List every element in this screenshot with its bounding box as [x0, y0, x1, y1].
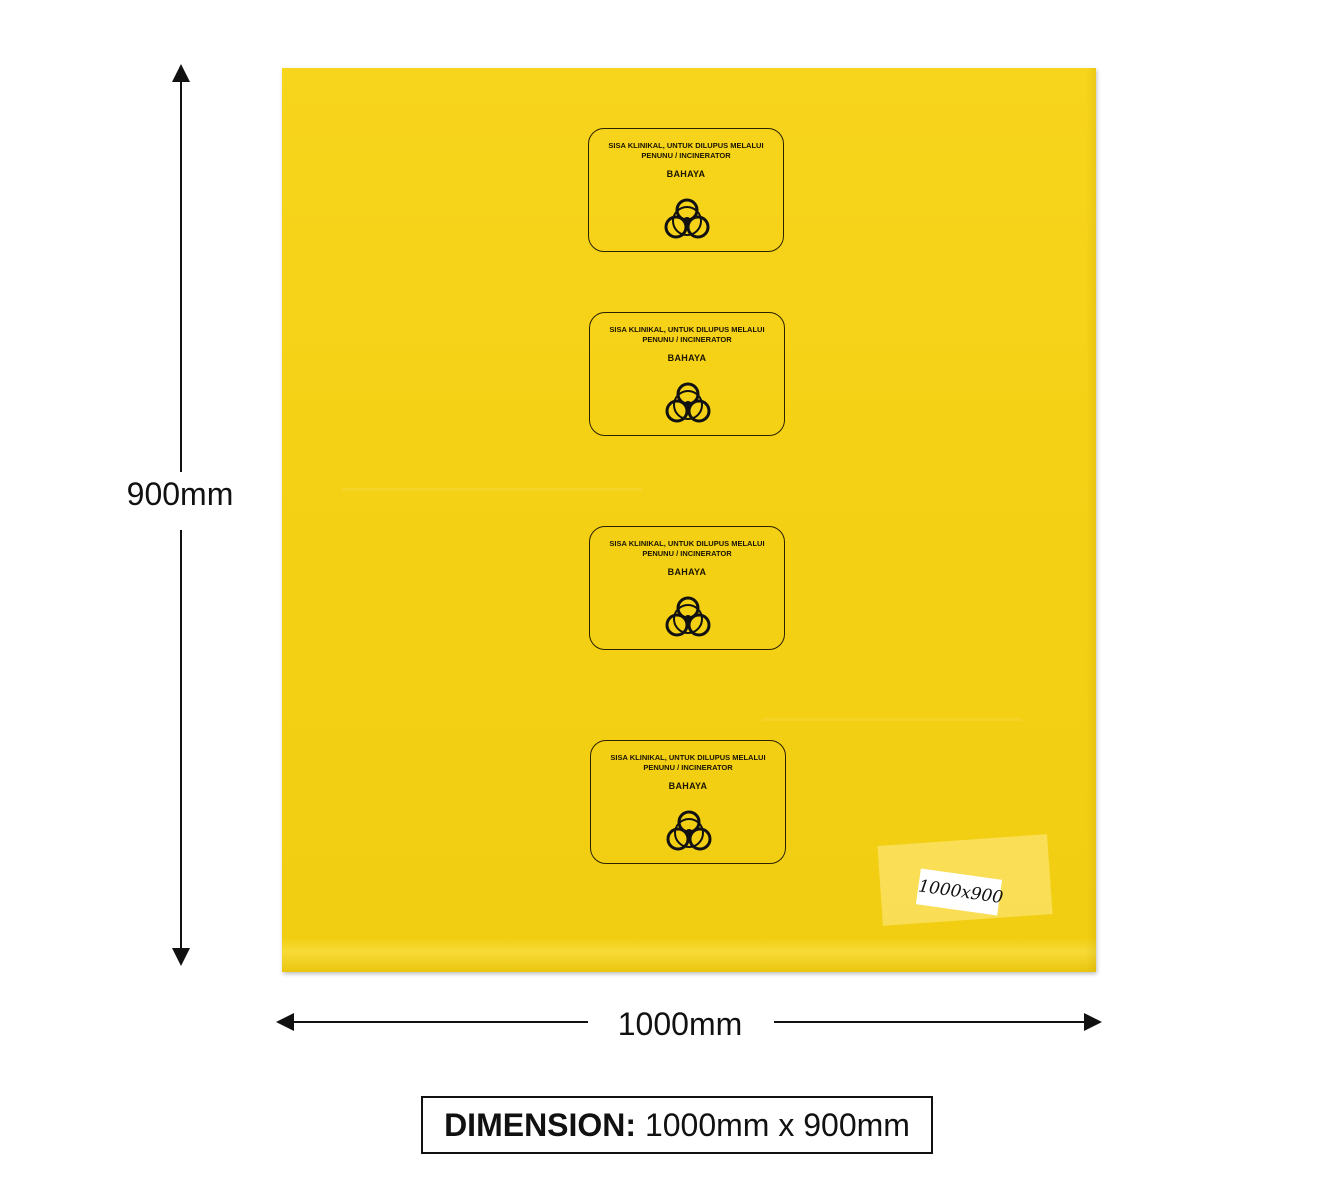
- warning-panel-2: SISA KLINIKAL, UNTUK DILUPUS MELALUI PEN…: [589, 312, 785, 436]
- warning-panel-1: SISA KLINIKAL, UNTUK DILUPUS MELALUI PEN…: [588, 128, 784, 252]
- height-label: 900mm: [126, 476, 234, 512]
- width-arrow-right-icon: [1084, 1013, 1102, 1031]
- bag-side-edge: [1086, 68, 1096, 972]
- warning-text: SISA KLINIKAL, UNTUK DILUPUS MELALUI PEN…: [609, 539, 765, 558]
- height-arrow-down-icon: [172, 948, 190, 966]
- danger-text: BAHAYA: [666, 169, 706, 179]
- danger-text: BAHAYA: [667, 567, 707, 577]
- width-arrow-line-left: [292, 1021, 588, 1023]
- bag-bottom-seal: [282, 938, 1096, 972]
- danger-text: BAHAYA: [667, 353, 707, 363]
- warning-panel-4: SISA KLINIKAL, UNTUK DILUPUS MELALUI PEN…: [590, 740, 786, 864]
- warning-panel-3: SISA KLINIKAL, UNTUK DILUPUS MELALUI PEN…: [589, 526, 785, 650]
- danger-text: BAHAYA: [668, 781, 708, 791]
- dimension-title: DIMENSION:: [444, 1107, 637, 1143]
- clinical-waste-bag: SISA KLINIKAL, UNTUK DILUPUS MELALUI PEN…: [282, 68, 1096, 972]
- biohazard-icon: [664, 198, 710, 239]
- width-label: 1000mm: [617, 1006, 743, 1042]
- height-arrow-up-icon: [172, 64, 190, 82]
- warning-text: SISA KLINIKAL, UNTUK DILUPUS MELALUI PEN…: [608, 141, 764, 160]
- width-arrow-left-icon: [276, 1013, 294, 1031]
- bag-crease: [762, 718, 1022, 721]
- biohazard-icon: [665, 596, 711, 637]
- biohazard-icon: [665, 382, 711, 423]
- height-arrow-line-bottom: [180, 530, 182, 950]
- warning-text: SISA KLINIKAL, UNTUK DILUPUS MELALUI PEN…: [609, 325, 765, 344]
- width-arrow-line-right: [774, 1021, 1086, 1023]
- warning-text: SISA KLINIKAL, UNTUK DILUPUS MELALUI PEN…: [610, 753, 766, 772]
- dimension-value: 1000mm x 900mm: [644, 1107, 910, 1143]
- biohazard-icon: [666, 810, 712, 851]
- height-arrow-line-top: [180, 80, 182, 472]
- dimension-box: DIMENSION: 1000mm x 900mm: [421, 1096, 933, 1154]
- bag-crease: [342, 488, 642, 491]
